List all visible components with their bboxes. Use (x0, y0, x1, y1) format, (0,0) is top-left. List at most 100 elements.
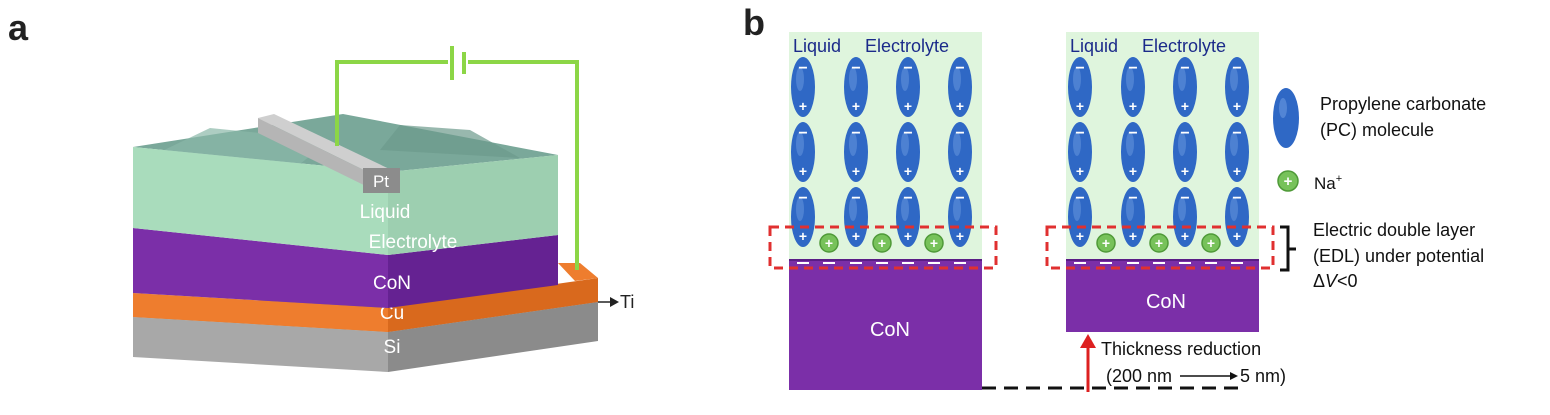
left-con-label: CoN (870, 319, 910, 341)
pc-molecule-highlight (1126, 197, 1134, 221)
pc-molecule-highlight (1230, 197, 1238, 221)
pc-molecule-highlight (1073, 197, 1081, 221)
na-ion-sign: + (1155, 235, 1163, 251)
pc-molecule: −+ (896, 122, 920, 182)
pc-plus-sign: + (852, 163, 860, 179)
svg-text:+: + (1284, 173, 1293, 190)
pc-minus-sign: − (1180, 60, 1189, 77)
electrolyte-side-face (388, 155, 558, 255)
pc-molecule: −+ (1173, 187, 1197, 247)
pc-minus-sign: − (851, 125, 860, 142)
si-front-face (133, 317, 388, 372)
pc-molecule-highlight (953, 197, 961, 221)
pc-minus-sign: − (1075, 190, 1084, 207)
pc-molecule: −+ (1225, 187, 1249, 247)
con-front-face (133, 228, 388, 308)
thickness-label-line2-start: (200 nm (1106, 366, 1172, 386)
left-column: Liquid Electrolyte −+−+−+−+−+−+−+−+−+−+−… (768, 32, 998, 390)
na-ion-circle (872, 233, 892, 253)
pc-molecule-highlight (1178, 132, 1186, 156)
pc-minus-sign: − (1075, 125, 1084, 142)
pc-molecule-highlight (796, 197, 804, 221)
pc-molecule-highlight (849, 197, 857, 221)
legend-pc-line2: (PC) molecule (1320, 120, 1434, 140)
con-label: CoN (373, 273, 411, 294)
pc-molecule-highlight (901, 132, 909, 156)
na-ion: + (872, 233, 892, 253)
pc-molecule: −+ (896, 187, 920, 247)
pc-molecule-highlight (1073, 67, 1081, 91)
electrolyte-label-line2: Electrolyte (369, 232, 458, 253)
right-molecules: −+−+−+−+−+−+−+−+−+−+−+−++++ (1068, 57, 1249, 253)
pc-molecule: −+ (791, 57, 815, 117)
pc-molecule: −+ (1121, 187, 1145, 247)
pc-molecule: −+ (844, 187, 868, 247)
pc-plus-sign: + (1181, 228, 1189, 244)
si-label: Si (384, 337, 401, 358)
pc-plus-sign: + (852, 98, 860, 114)
na-ion-sign: + (1207, 235, 1215, 251)
na-ion: + (924, 233, 944, 253)
pc-plus-sign: + (1129, 163, 1137, 179)
cu-label: Cu (380, 303, 404, 324)
con-layer: CoN (133, 228, 558, 308)
left-con-substrate (789, 260, 982, 390)
wire-circuit (335, 46, 579, 270)
pc-plus-sign: + (956, 98, 964, 114)
pc-plus-sign: + (1129, 228, 1137, 244)
pc-molecule-highlight (1230, 132, 1238, 156)
legend-na-ion-icon: + (1277, 170, 1299, 192)
pc-molecule-highlight (849, 67, 857, 91)
pc-molecule: −+ (844, 57, 868, 117)
pc-plus-sign: + (1233, 98, 1241, 114)
pc-plus-sign: + (799, 163, 807, 179)
right-con-label: CoN (1146, 291, 1186, 313)
pc-molecule-highlight (1126, 132, 1134, 156)
pc-plus-sign: + (1129, 98, 1137, 114)
ti-label: Ti (620, 292, 634, 312)
wire-left (335, 60, 448, 146)
pc-minus-sign: − (851, 190, 860, 207)
pc-minus-sign: − (1128, 60, 1137, 77)
na-ion-circle (819, 233, 839, 253)
wire-right (468, 60, 579, 270)
pc-molecule-highlight (953, 132, 961, 156)
edl-bracket (1280, 225, 1290, 272)
pc-molecule: −+ (1173, 122, 1197, 182)
cu-side-face (388, 278, 598, 332)
legend-edl-line2: (EDL) under potential (1313, 246, 1484, 266)
pc-minus-sign: − (955, 60, 964, 77)
pc-plus-sign: + (1076, 228, 1084, 244)
pc-minus-sign: − (903, 60, 912, 77)
legend-na-symbol: Na (1314, 174, 1336, 193)
right-electrolyte-title-word2: Electrolyte (1142, 36, 1226, 56)
electrolyte-block: Liquid Electrolyte (133, 114, 558, 255)
pc-molecule-highlight (901, 197, 909, 221)
legend-edl-var: V (1325, 271, 1339, 291)
electrolyte-front-face (133, 147, 388, 255)
pc-molecule: −+ (1068, 57, 1092, 117)
pc-molecule: −+ (1068, 187, 1092, 247)
right-electrolyte-title-word1: Liquid (1070, 36, 1118, 56)
pc-molecule-highlight (901, 67, 909, 91)
pc-molecule-highlight (1230, 67, 1238, 91)
legend-edl-delta: Δ (1313, 271, 1325, 291)
left-electrolyte-title-word2: Electrolyte (865, 36, 949, 56)
legend-na-label: Na+ (1314, 173, 1342, 193)
na-ion-circle (1096, 233, 1116, 253)
pc-plus-sign: + (1233, 228, 1241, 244)
panel-b-label: b (743, 2, 765, 43)
pc-molecule: −+ (1225, 122, 1249, 182)
pc-minus-sign: − (798, 125, 807, 142)
na-ion-sign: + (825, 235, 833, 251)
pc-minus-sign: − (955, 190, 964, 207)
pc-molecule-highlight (1073, 132, 1081, 156)
pc-minus-sign: − (903, 190, 912, 207)
pc-minus-sign: − (1075, 60, 1084, 77)
pc-molecule: −+ (1068, 122, 1092, 182)
pc-plus-sign: + (799, 228, 807, 244)
pc-molecule: −+ (948, 122, 972, 182)
pc-minus-sign: − (955, 125, 964, 142)
na-ion: + (1149, 233, 1169, 253)
pc-plus-sign: + (904, 228, 912, 244)
